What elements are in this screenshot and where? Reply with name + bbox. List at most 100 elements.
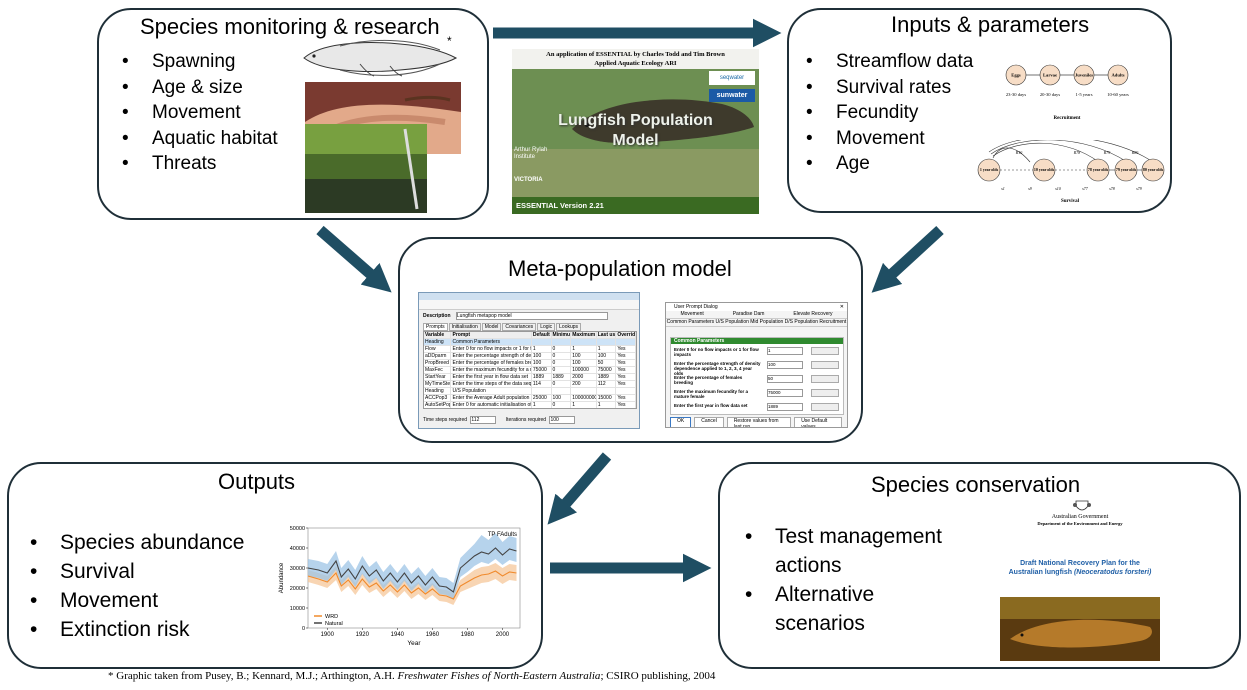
grid-cell: 1 — [532, 346, 552, 352]
tab-recruitment[interactable]: Recruitment — [819, 319, 847, 325]
duration-label: 20-30 days — [1040, 92, 1060, 97]
tab-elevate-recovery[interactable]: Elevate Recovery — [793, 311, 833, 317]
splash-header: An application of ESSENTIAL by Charles T… — [512, 49, 759, 69]
section-header: Common Parameters — [671, 338, 843, 344]
grid-cell: Yes — [616, 353, 636, 359]
dialog-titlebar: User Prompt Dialog ✕ — [666, 303, 847, 311]
recruit-label: R80 — [1131, 150, 1138, 155]
tab-us-population[interactable]: U/S Population — [715, 319, 749, 325]
tab-logic[interactable]: Logic — [537, 323, 556, 331]
stage-label: Adults — [1111, 73, 1124, 78]
tab-initialisation[interactable]: Initialisation — [448, 323, 481, 331]
grid-cell: Common Parameters — [451, 339, 532, 345]
grid-cell: 1889 — [597, 374, 617, 380]
grid-cell: 50 — [597, 360, 617, 366]
tab-ds-population[interactable]: D/S Population — [784, 319, 819, 325]
iterations-input[interactable]: 100 — [549, 416, 576, 424]
recruitment-diagram: Eggs Larvae Juveniles Adults 23-30 days … — [1005, 64, 1129, 121]
grid-cell: 1 — [597, 346, 617, 352]
survival-rate-label: s1 — [1001, 186, 1005, 191]
stepper-buttons[interactable] — [811, 389, 839, 397]
list-item: Spawning — [118, 49, 278, 75]
grid-cell: Yes — [616, 346, 636, 352]
tab-lookups[interactable]: Lookups — [556, 323, 582, 331]
list-item: Survival rates — [802, 75, 973, 101]
grid-cell: 0 — [552, 402, 572, 408]
prompt-row: Enter the percentage of females breeding… — [671, 372, 843, 386]
chart-title: TP FAdults — [488, 532, 517, 538]
tab-mid-population[interactable]: Mid Population — [750, 319, 784, 325]
use-default-button[interactable]: Use Default values — [794, 417, 842, 427]
grid-cell: U/S Population — [451, 388, 532, 394]
time-steps-input[interactable]: 112 — [470, 416, 497, 424]
description-field[interactable]: Lungfish metapop model — [455, 312, 608, 320]
seqwater-logo: seqwater — [709, 71, 755, 85]
tab-prompts[interactable]: Prompts — [423, 323, 448, 331]
outputs-list: Species abundance Survival Movement Exti… — [26, 528, 244, 644]
grid-cell: ACCPop3 — [424, 395, 452, 401]
prompt-row: Enter the percentage strength of density… — [671, 358, 843, 376]
prompt-label: Enter the maximum fecundity for a mature… — [674, 389, 749, 399]
close-icon[interactable]: ✕ — [839, 304, 844, 310]
dialog-tabs-row2: Common Parameters U/S Population Mid Pop… — [666, 319, 847, 327]
table-row[interactable]: AutoSetPop3Enter 0 for automatic initial… — [424, 402, 636, 408]
gov-line1: Australian Government — [1051, 514, 1109, 520]
description-row: Description Lungfish metapop model — [423, 312, 608, 320]
prompt-row: Enter 0 for no flow impacts or 1 for flo… — [671, 344, 843, 358]
grid-cell — [552, 388, 572, 394]
restore-values-button[interactable]: Restore values from last run — [726, 417, 792, 427]
ok-button[interactable]: OK — [670, 417, 692, 427]
prompt-value-input[interactable]: 1 — [767, 347, 803, 355]
habitat-photo — [305, 124, 427, 213]
prompt-value-input[interactable]: 50 — [767, 375, 803, 383]
stepper-buttons[interactable] — [811, 361, 839, 369]
grid-cell: 25000 — [532, 395, 552, 401]
monitoring-title: Species monitoring & research — [140, 14, 440, 39]
grid-cell: 100 — [571, 360, 597, 366]
list-item: Movement — [802, 126, 973, 152]
grid-cell: 100 — [532, 353, 552, 359]
list-item: Species abundance — [26, 528, 244, 557]
x-tick-label: 1900 — [321, 632, 335, 638]
duration-label: 23-30 days — [1006, 92, 1026, 97]
splash-title: Lungfish Population Model — [558, 112, 713, 149]
prompt-value-input[interactable]: 100 — [767, 361, 803, 369]
grid-cell: 15000 — [597, 395, 617, 401]
grid-cell: 1000000000 — [571, 395, 597, 401]
prompt-list: Enter 0 for no flow impacts or 1 for flo… — [671, 344, 843, 414]
splash-fish — [512, 69, 759, 197]
stepper-buttons[interactable] — [811, 403, 839, 411]
y-tick-label: 10000 — [290, 606, 305, 612]
tab-covariances[interactable]: Covariances — [502, 323, 537, 331]
prompt-value-input[interactable]: 1889 — [767, 403, 803, 411]
stepper-buttons[interactable] — [811, 347, 839, 355]
meta-model-title: Meta-population model — [508, 256, 732, 281]
prompt-grid: VariablePromptDefaultMinimumMaximumLast … — [423, 331, 637, 409]
table-row[interactable]: MyTimeStepsEnter the time steps of the d… — [424, 381, 636, 388]
grid-cell: 1 — [532, 402, 552, 408]
tab-common-parameters[interactable]: Common Parameters — [666, 319, 715, 325]
survival-rate-label: s77 — [1082, 186, 1089, 191]
prompt-value-input[interactable]: 75000 — [767, 389, 803, 397]
tab-paradise-dam[interactable]: Paradise Dam — [732, 311, 765, 317]
tab-movement[interactable]: Movement — [680, 311, 704, 317]
cancel-button[interactable]: Cancel — [694, 417, 724, 427]
legend-label: WRD — [325, 614, 338, 620]
series-line-wrd — [307, 570, 517, 600]
tab-model[interactable]: Model — [481, 323, 502, 331]
list-item: Movement — [118, 100, 278, 126]
stepper-buttons[interactable] — [811, 375, 839, 383]
grid-cell — [532, 388, 552, 394]
grid-cell: 100 — [552, 395, 572, 401]
duration-label: 1-5 years — [1076, 92, 1093, 97]
grid-header-cell: Last used — [597, 332, 617, 338]
